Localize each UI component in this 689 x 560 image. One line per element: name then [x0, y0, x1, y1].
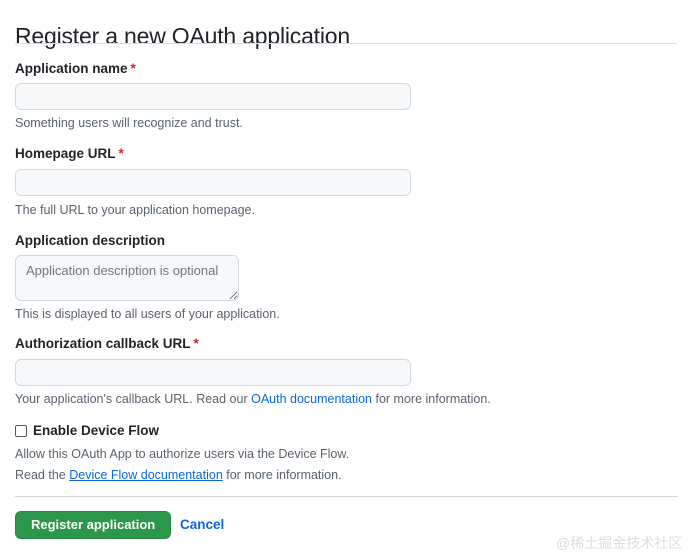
- oauth-documentation-link[interactable]: OAuth documentation: [251, 392, 373, 406]
- enable-device-flow-label[interactable]: Enable Device Flow: [33, 423, 160, 438]
- application-name-input[interactable]: [15, 83, 411, 110]
- help-device-flow-prefix: Read the: [15, 468, 70, 482]
- help-device-flow-suffix: for more information.: [222, 468, 342, 482]
- enable-device-flow-row[interactable]: Enable Device Flow: [15, 422, 159, 440]
- help-application-name: Something users will recognize and trust…: [15, 116, 243, 130]
- help-device-flow-line2: Read the Device Flow documentation for m…: [15, 467, 342, 484]
- label-homepage-url: Homepage URL*: [15, 145, 124, 163]
- required-asterisk-callback-url: *: [193, 336, 199, 351]
- help-authorization-callback-url: Your application's callback URL. Read ou…: [15, 391, 491, 408]
- label-authorization-callback-url-text: Authorization callback URL: [15, 336, 191, 351]
- application-description-textarea[interactable]: [15, 255, 239, 301]
- page-title: Register a new OAuth application: [15, 23, 350, 50]
- help-callback-prefix: Your application's callback URL. Read ou…: [15, 392, 252, 406]
- help-homepage-url: The full URL to your application homepag…: [15, 203, 255, 217]
- homepage-url-input[interactable]: [15, 169, 411, 196]
- header-divider: [15, 43, 677, 44]
- help-callback-suffix: for more information.: [372, 392, 491, 406]
- label-application-description-text: Application description: [15, 233, 166, 248]
- label-homepage-url-text: Homepage URL: [15, 146, 116, 161]
- label-application-name: Application name*: [15, 60, 136, 78]
- label-application-name-text: Application name: [15, 61, 128, 76]
- label-authorization-callback-url: Authorization callback URL*: [15, 335, 199, 353]
- cancel-link[interactable]: Cancel: [180, 517, 225, 532]
- device-flow-documentation-link[interactable]: Device Flow documentation: [69, 468, 223, 482]
- enable-device-flow-checkbox[interactable]: [15, 425, 27, 437]
- help-application-description: This is displayed to all users of your a…: [15, 307, 280, 321]
- register-application-button[interactable]: Register application: [15, 511, 172, 539]
- watermark: @稀土掘金技术社区: [556, 535, 683, 551]
- help-device-flow-line1: Allow this OAuth App to authorize users …: [15, 447, 350, 461]
- label-application-description: Application description: [15, 232, 165, 250]
- footer-divider: [15, 496, 678, 497]
- required-asterisk-homepage-url: *: [118, 146, 124, 161]
- authorization-callback-url-input[interactable]: [15, 359, 411, 386]
- required-asterisk-application-name: *: [130, 61, 136, 76]
